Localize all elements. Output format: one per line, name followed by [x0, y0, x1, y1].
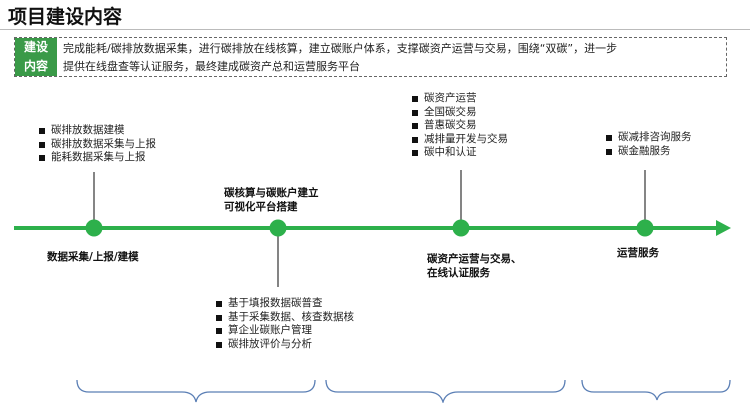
list-item: 减排量开发与交易: [411, 133, 508, 147]
list-item: 碳资产运营: [411, 92, 508, 106]
content-box-label: 建设 内容: [15, 38, 57, 76]
node-4-list: 碳减排咨询服务 碳金融服务: [605, 131, 692, 158]
node-3-label-line2: 在线认证服务: [427, 267, 490, 279]
bracket-right: [581, 379, 731, 401]
timeline-node-2: [269, 219, 287, 237]
list-item: 碳中和认证: [411, 146, 508, 160]
content-box-label-line1: 建设: [23, 40, 48, 54]
list-item: 碳金融服务: [605, 145, 692, 159]
content-text-line2: 提供在线盘查等认证服务，最终建成碳资产总和运营服务平台: [63, 60, 360, 73]
node-3-label: 碳资产运营与交易、 在线认证服务: [427, 252, 522, 280]
content-box-label-line2: 内容: [23, 59, 48, 73]
timeline-node-4: [636, 219, 654, 237]
content-box-text: 完成能耗/碳排放数据采集，进行碳排放在线核算，建立碳账户体系，支撑碳资产运营与交…: [63, 40, 723, 76]
list-item: 全国碳交易: [411, 106, 508, 120]
list-item: 碳减排咨询服务: [605, 131, 692, 145]
list-item: 基于采集数据、核查数据核: [215, 311, 354, 325]
content-text-line1: 完成能耗/碳排放数据采集，进行碳排放在线核算，建立碳账户体系，支撑碳资产运营与交…: [63, 42, 618, 55]
node-2-label: 碳核算与碳账户建立 可视化平台搭建: [224, 186, 319, 214]
timeline-node-1: [85, 219, 103, 237]
node-3-list: 碳资产运营 全国碳交易 普惠碳交易 减排量开发与交易 碳中和认证: [411, 92, 508, 160]
node-2-label-line2: 可视化平台搭建: [224, 201, 298, 213]
bracket-left: [76, 379, 316, 403]
node-2-list: 基于填报数据碳普查 基于采集数据、核查数据核 算企业碳账户管理 碳排放评价与分析: [215, 297, 354, 351]
title-divider: [0, 29, 750, 30]
list-item: 算企业碳账户管理: [215, 324, 354, 338]
timeline-arrowhead-icon: [716, 220, 731, 236]
list-item: 普惠碳交易: [411, 119, 508, 133]
page-title: 项目建设内容: [8, 6, 123, 28]
list-item: 碳排放数据建模: [38, 124, 156, 138]
list-item: 碳排放数据采集与上报: [38, 138, 156, 152]
node-3-label-line1: 碳资产运营与交易、: [427, 253, 522, 265]
list-item: 基于填报数据碳普查: [215, 297, 354, 311]
node-1-list: 碳排放数据建模 碳排放数据采集与上报 能耗数据采集与上报: [38, 124, 156, 165]
bracket-middle: [325, 379, 566, 403]
timeline-node-3: [452, 219, 470, 237]
node-1-label: 数据采集/上报/建模: [47, 251, 139, 263]
content-box: 建设 内容 完成能耗/碳排放数据采集，进行碳排放在线核算，建立碳账户体系，支撑碳…: [14, 37, 727, 77]
list-item: 碳排放评价与分析: [215, 338, 354, 352]
node-2-label-line1: 碳核算与碳账户建立: [224, 187, 319, 199]
list-item: 能耗数据采集与上报: [38, 151, 156, 165]
node-4-label: 运营服务: [617, 247, 659, 259]
